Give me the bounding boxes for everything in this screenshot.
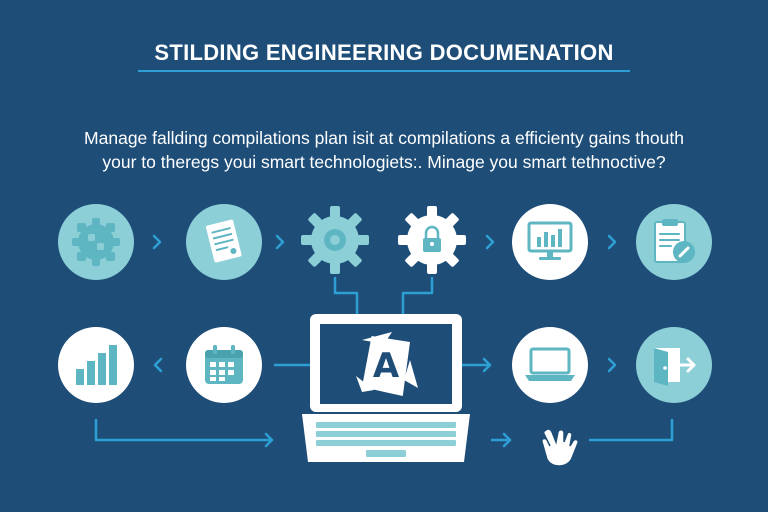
calendar-icon xyxy=(205,345,243,384)
subtitle-line-2: your to theregs youi smart technologiets… xyxy=(102,152,666,172)
exit-door-icon xyxy=(654,348,696,386)
bar-chart-icon xyxy=(76,345,117,385)
lock-gear-node[interactable] xyxy=(394,202,470,278)
subtitle: Manage fallding compilations plan isit a… xyxy=(40,126,728,174)
chevron-right-icon xyxy=(152,234,162,250)
chevron-left-icon xyxy=(153,357,163,373)
laptop-small-icon xyxy=(525,347,575,381)
monitor-chart-node[interactable] xyxy=(512,204,588,280)
document-icon xyxy=(206,219,242,263)
laptop-device-node[interactable] xyxy=(512,327,588,403)
bar-chart-node[interactable] xyxy=(58,327,134,403)
chevron-right-icon xyxy=(607,357,617,373)
exit-door-node[interactable] xyxy=(636,327,712,403)
subtitle-line-1: Manage fallding compilations plan isit a… xyxy=(84,128,684,148)
chevron-right-icon xyxy=(607,234,617,250)
gear-node[interactable] xyxy=(297,202,373,278)
gear-connector xyxy=(333,276,359,316)
hand-pointer-icon xyxy=(541,428,579,467)
laptop-logo-letter: A xyxy=(362,336,410,396)
central-laptop[interactable]: A xyxy=(300,310,472,470)
title-underline xyxy=(138,70,630,72)
lock-gear-icon xyxy=(398,206,466,274)
monitor-chart-icon xyxy=(527,221,573,260)
bottom-right-flow xyxy=(588,418,674,442)
clipboard-check-icon xyxy=(654,219,695,263)
gear-icon xyxy=(301,206,369,274)
page-title: STILDING ENGINEERING DOCUMENATION xyxy=(154,40,614,65)
document-node[interactable] xyxy=(186,204,262,280)
chevron-right-icon xyxy=(485,234,495,250)
lock-gear-connector xyxy=(401,276,434,316)
calendar-node[interactable] xyxy=(186,327,262,403)
puzzle-gear-node[interactable] xyxy=(58,204,134,280)
puzzle-gear-icon xyxy=(72,218,120,266)
clipboard-check-node[interactable] xyxy=(636,204,712,280)
chevron-right-icon xyxy=(275,234,285,250)
bottom-left-flow xyxy=(94,418,274,442)
